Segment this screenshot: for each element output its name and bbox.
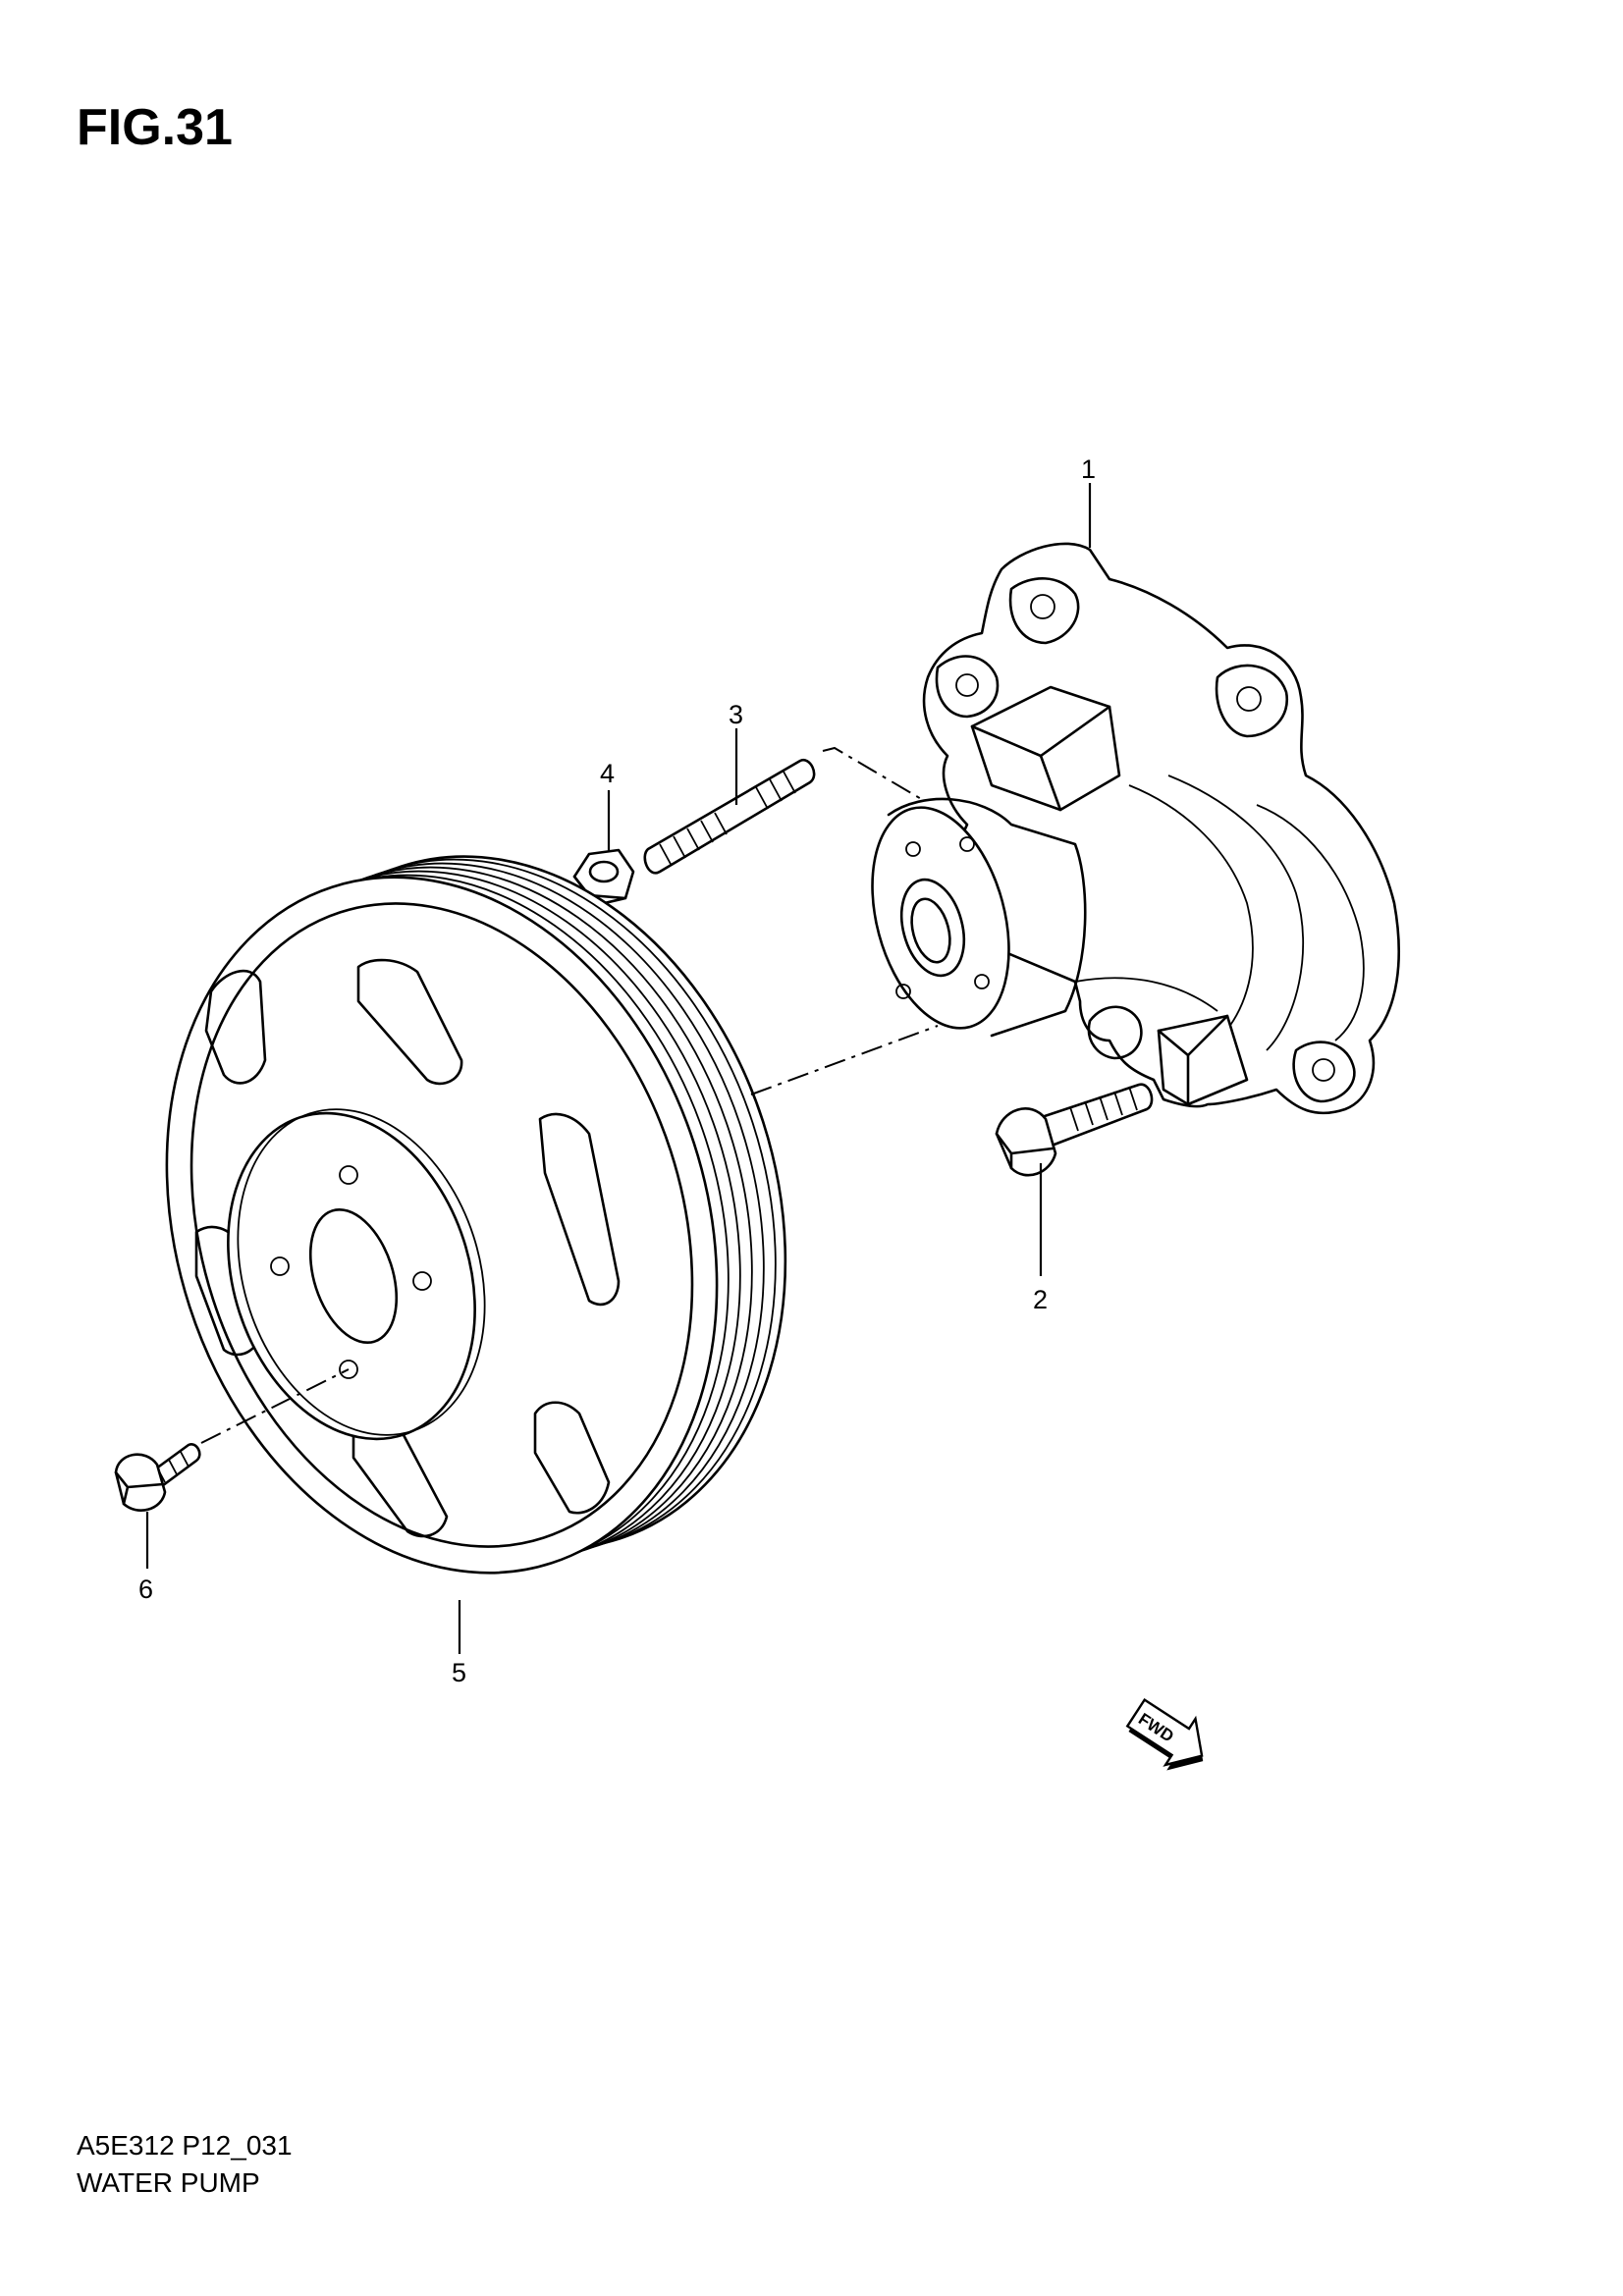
mounting-bolt [995,1083,1154,1177]
callout-3: 3 [729,700,743,729]
callout-6: 6 [138,1575,153,1604]
figure-title: FIG.31 [77,99,233,156]
stud-bolt [643,758,816,875]
pulley [165,855,787,1575]
callout-2: 2 [1033,1285,1048,1314]
diagram-code: A5E312 P12_031 [77,2130,293,2161]
fwd-direction-marker: FWD [1125,1697,1204,1771]
pump-hub-flange [871,797,1087,1038]
alignment-line-pulley-bolt [200,1368,350,1444]
diagram-name: WATER PUMP [77,2167,260,2198]
alignment-line-pulley-hub [750,1025,939,1095]
callout-1: 1 [1081,454,1096,484]
callout-5: 5 [452,1658,466,1687]
callout-4: 4 [600,759,615,788]
alignment-line-stud [822,746,924,801]
water-pump-housing [922,542,1400,1115]
pulley-bolt [114,1443,201,1512]
